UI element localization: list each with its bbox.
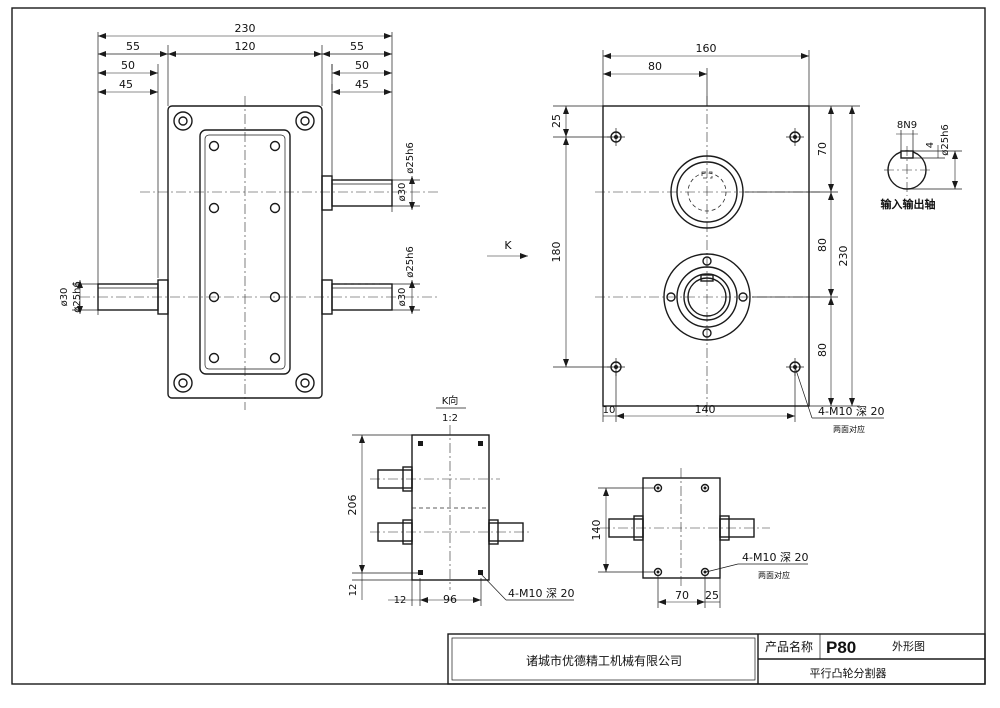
key-depth: 4 (925, 142, 936, 148)
upper-shaft-d25: ø25h6 (405, 142, 416, 174)
right-upper-shaft (321, 175, 393, 211)
dim-right-ext: 55 (350, 40, 364, 53)
product-name: 平行凸轮分割器 (810, 666, 887, 680)
dim-right-70: 70 (816, 142, 829, 156)
bottom-dim-25: 25 (705, 589, 719, 602)
left-shaft (97, 279, 169, 315)
dim-right-50: 50 (355, 59, 369, 72)
lower-shaft-d25: ø25h6 (405, 246, 416, 278)
shaft-detail-label: 输入输出轴 (881, 197, 936, 211)
dim-left-ext: 55 (126, 40, 140, 53)
dim-right-80b: 80 (816, 343, 829, 357)
k-dim-12-vert: 12 (348, 584, 359, 597)
k-view-body (411, 434, 490, 581)
dim-right-45: 45 (355, 78, 369, 91)
drawing-type: 外形图 (892, 640, 925, 653)
dim-right-80a: 80 (816, 238, 829, 252)
side-plate (602, 105, 810, 407)
left-shaft-d30: ø30 (59, 288, 70, 307)
company-name: 诸城市优德精工机械有限公司 (526, 653, 682, 668)
dim-bottom-140: 140 (695, 403, 716, 416)
product-code: P80 (826, 638, 856, 657)
dim-height-230: 230 (837, 246, 850, 267)
title-block: 诸城市优德精工机械有限公司 产品名称 P80 外形图 平行凸轮分割器 (447, 633, 986, 685)
upper-shaft-d30: ø30 (397, 183, 408, 202)
k-view-scale: 1:2 (442, 413, 458, 424)
bottom-thread-note: 4-M10 深 20 (742, 551, 808, 564)
key-width: 8N9 (897, 120, 917, 131)
mount-holes (607, 128, 804, 376)
corner-bolts (173, 111, 315, 393)
bottom-thread-sub: 两面对应 (758, 570, 790, 580)
lower-flange (663, 253, 751, 341)
upper-bore (670, 155, 744, 229)
k-view: K向 1:2 206 12 12 96 (346, 394, 574, 606)
left-shaft-d25: ø25h6 (72, 281, 83, 313)
front-view: 230 55 120 55 50 50 45 45 (59, 22, 440, 410)
dim-body-width: 120 (235, 40, 256, 53)
shaft-detail: 8N9 ø25h6 4 输入输出轴 (881, 120, 962, 211)
lower-shaft-d30: ø30 (397, 288, 408, 307)
k-dim-12-horiz: 12 (394, 595, 407, 606)
dim-top-25: 25 (550, 114, 563, 128)
side-view: 160 80 (550, 42, 884, 434)
cover-screws (208, 140, 281, 364)
k-thread-note: 4-M10 深 20 (508, 587, 574, 600)
dim-bolt-180: 180 (550, 242, 563, 263)
dim-width-160: 160 (696, 42, 717, 55)
dim-width-80: 80 (648, 60, 662, 73)
view-arrow-k: K (487, 239, 528, 259)
dim-bottom-10: 10 (603, 405, 616, 416)
view-arrow-label: K (504, 239, 512, 252)
k-view-title: K向 (442, 394, 459, 407)
shaft-dia: ø25h6 (940, 124, 951, 156)
right-lower-shaft (321, 279, 393, 315)
k-dim-206: 206 (346, 495, 359, 516)
bottom-dim-140: 140 (590, 520, 603, 541)
bottom-dim-70: 70 (675, 589, 689, 602)
dim-left-45: 45 (119, 78, 133, 91)
k-dim-96: 96 (443, 593, 457, 606)
product-label: 产品名称 (765, 639, 813, 654)
side-thread-sub: 两面对应 (833, 424, 865, 434)
dim-left-50: 50 (121, 59, 135, 72)
dim-total-width: 230 (235, 22, 256, 35)
side-thread-note: 4-M10 深 20 (818, 405, 884, 418)
bottom-view: 140 70 25 4-M10 深 20 两面对应 (590, 468, 808, 608)
